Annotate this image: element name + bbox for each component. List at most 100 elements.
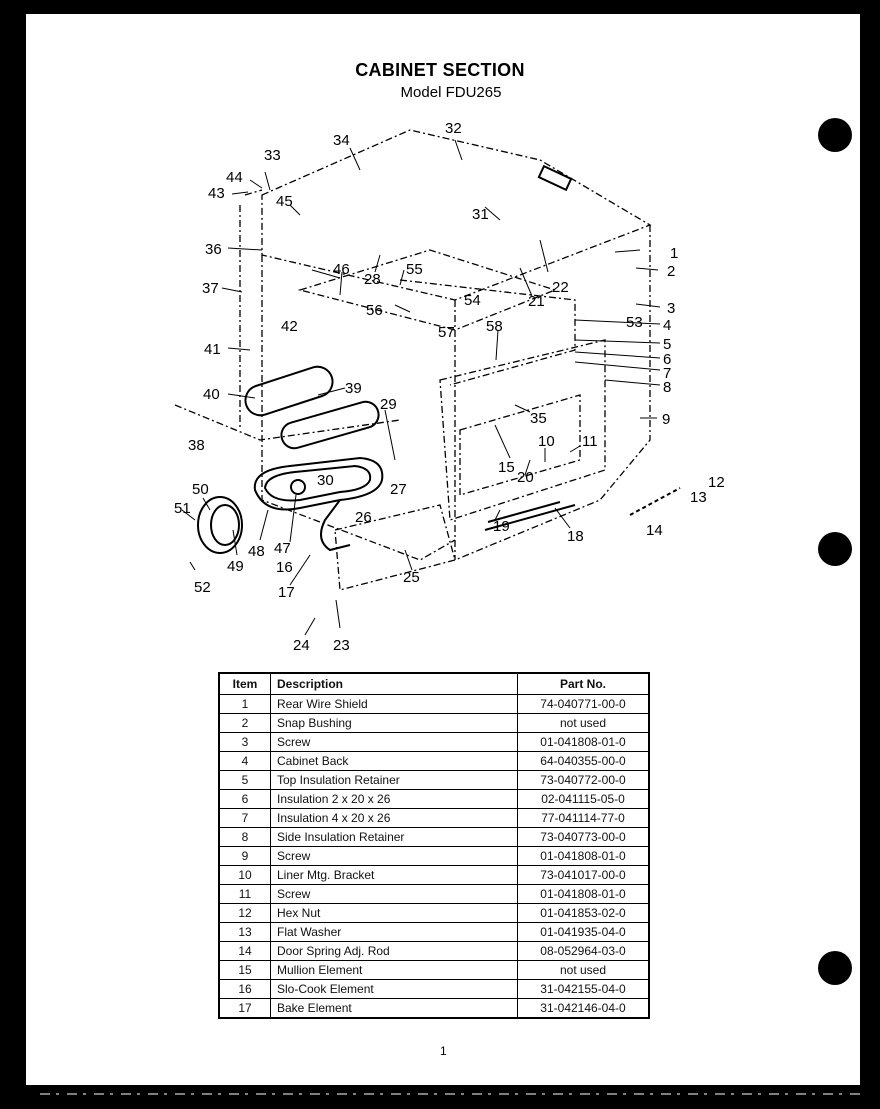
callout-44: 44 bbox=[226, 169, 243, 186]
callout-58: 58 bbox=[486, 318, 503, 335]
item-cell: 10 bbox=[218, 865, 271, 885]
callout-43: 43 bbox=[208, 185, 225, 202]
callout-54: 54 bbox=[464, 292, 481, 309]
callout-30: 30 bbox=[317, 472, 334, 489]
callout-38: 38 bbox=[188, 437, 205, 454]
item-cell: 5 bbox=[218, 770, 271, 790]
item-cell: 16 bbox=[218, 979, 271, 999]
callout-23: 23 bbox=[333, 637, 350, 654]
part-number-cell: 74-040771-00-0 bbox=[517, 694, 650, 714]
callout-11: 11 bbox=[582, 433, 598, 450]
description-cell: Bake Element bbox=[270, 998, 518, 1019]
callout-26: 26 bbox=[355, 509, 372, 526]
description-cell: Door Spring Adj. Rod bbox=[270, 941, 518, 961]
binder-hole-bottom bbox=[818, 951, 852, 985]
callout-4: 4 bbox=[663, 317, 671, 334]
callout-31: 31 bbox=[472, 206, 489, 223]
part-number-cell: 01-041808-01-0 bbox=[517, 732, 650, 752]
description-cell: Screw bbox=[270, 732, 518, 752]
callout-24: 24 bbox=[293, 637, 310, 654]
item-cell: 17 bbox=[218, 998, 271, 1019]
description-cell: Rear Wire Shield bbox=[270, 694, 518, 714]
callout-2: 2 bbox=[667, 263, 675, 280]
part-number-cell: not used bbox=[517, 713, 650, 733]
callout-5: 5 bbox=[663, 336, 671, 353]
binder-hole-middle bbox=[818, 532, 852, 566]
description-cell: Snap Bushing bbox=[270, 713, 518, 733]
callout-22: 22 bbox=[552, 279, 569, 296]
callout-41: 41 bbox=[204, 341, 221, 358]
column-header-part-no: Part No. bbox=[517, 672, 650, 695]
description-cell: Hex Nut bbox=[270, 903, 518, 923]
callout-32: 32 bbox=[445, 120, 462, 137]
item-cell: 11 bbox=[218, 884, 271, 904]
callout-49: 49 bbox=[227, 558, 244, 575]
callout-55: 55 bbox=[406, 261, 423, 278]
model-subtitle: Model FDU265 bbox=[400, 84, 502, 101]
callout-46: 46 bbox=[333, 261, 350, 278]
callout-13: 13 bbox=[690, 489, 707, 506]
callout-25: 25 bbox=[403, 569, 420, 586]
description-cell: Insulation 2 x 20 x 26 bbox=[270, 789, 518, 809]
description-cell: Screw bbox=[270, 884, 518, 904]
item-cell: 9 bbox=[218, 846, 271, 866]
callout-9: 9 bbox=[662, 411, 670, 428]
callout-42: 42 bbox=[281, 318, 298, 335]
scan-edge-noise bbox=[40, 1093, 860, 1095]
callout-45: 45 bbox=[276, 193, 293, 210]
callout-12: 12 bbox=[708, 474, 725, 491]
callout-16: 16 bbox=[276, 559, 293, 576]
callout-52: 52 bbox=[194, 579, 211, 596]
part-number-cell: 73-040772-00-0 bbox=[517, 770, 650, 790]
callout-20: 20 bbox=[517, 469, 534, 486]
item-cell: 6 bbox=[218, 789, 271, 809]
callout-47: 47 bbox=[274, 540, 291, 557]
part-number-cell: not used bbox=[517, 960, 650, 980]
page-number: 1 bbox=[440, 1044, 447, 1058]
callout-37: 37 bbox=[202, 280, 219, 297]
page-title: CABINET SECTION bbox=[355, 60, 525, 80]
callout-3: 3 bbox=[667, 300, 675, 317]
part-number-cell: 01-041853-02-0 bbox=[517, 903, 650, 923]
callout-56: 56 bbox=[366, 302, 383, 319]
description-cell: Insulation 4 x 20 x 26 bbox=[270, 808, 518, 828]
callout-53: 53 bbox=[626, 314, 643, 331]
part-number-cell: 73-040773-00-0 bbox=[517, 827, 650, 847]
callout-27: 27 bbox=[390, 481, 407, 498]
description-cell: Flat Washer bbox=[270, 922, 518, 942]
part-number-cell: 01-041935-04-0 bbox=[517, 922, 650, 942]
callout-8: 8 bbox=[663, 379, 671, 396]
callout-1: 1 bbox=[670, 245, 678, 262]
item-cell: 1 bbox=[218, 694, 271, 714]
part-number-cell: 31-042146-04-0 bbox=[517, 998, 650, 1019]
description-cell: Screw bbox=[270, 846, 518, 866]
callout-29: 29 bbox=[380, 396, 397, 413]
callout-35: 35 bbox=[530, 410, 547, 427]
callout-57: 57 bbox=[438, 324, 455, 341]
binder-hole-top bbox=[818, 118, 852, 152]
callout-33: 33 bbox=[264, 147, 281, 164]
callout-28: 28 bbox=[364, 271, 381, 288]
callout-19: 19 bbox=[493, 518, 510, 535]
callout-10: 10 bbox=[538, 433, 555, 450]
item-cell: 3 bbox=[218, 732, 271, 752]
description-cell: Liner Mtg. Bracket bbox=[270, 865, 518, 885]
callout-6: 6 bbox=[663, 351, 671, 368]
callout-51: 51 bbox=[174, 500, 191, 517]
